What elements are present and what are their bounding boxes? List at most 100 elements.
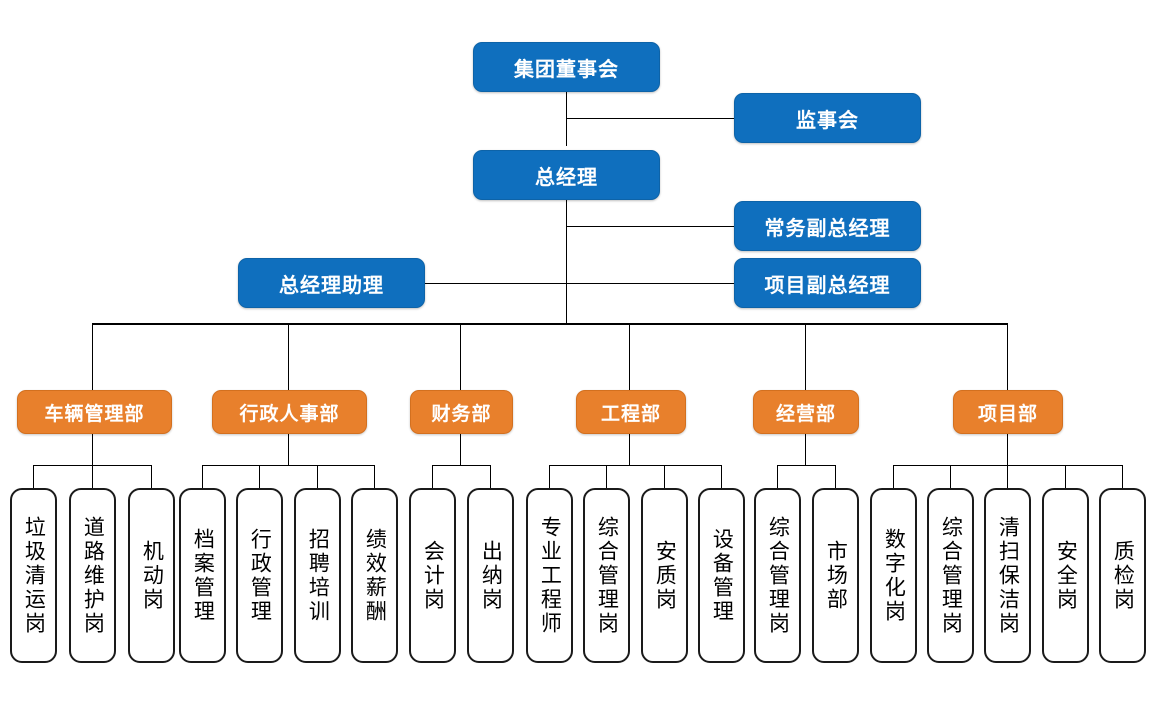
node-position-finance-0-label: 会计岗	[421, 539, 446, 612]
node-position-vehicle-2[interactable]: 机动岗	[128, 488, 175, 663]
node-executive-deputy-general-manager-label: 常务副总经理	[764, 217, 891, 240]
node-department-project-label: 项目部	[977, 403, 1038, 425]
connector-gm-trunk-main	[566, 200, 567, 324]
node-department-vehicle-management[interactable]: 车辆管理部	[17, 390, 172, 434]
node-position-engineering-2-label: 安质岗	[653, 539, 678, 612]
node-position-adminhr-1-label: 行政管理	[248, 527, 273, 624]
connector-board-to-gm	[566, 92, 567, 146]
connector-trunk-to-gm-assistant	[424, 283, 567, 284]
connector-administration-hr-stem	[288, 427, 289, 465]
node-position-operations-0[interactable]: 综合管理岗	[754, 488, 801, 663]
node-department-administration-hr[interactable]: 行政人事部	[212, 390, 367, 434]
node-project-deputy-general-manager-label: 项目副总经理	[764, 274, 891, 297]
connector-vehicle-management-drop-1	[92, 465, 93, 488]
connector-engineering-drop-2	[664, 465, 665, 488]
node-position-finance-0[interactable]: 会计岗	[409, 488, 456, 663]
connector-bus-to-project	[1007, 323, 1008, 390]
node-department-finance[interactable]: 财务部	[410, 390, 513, 434]
node-position-vehicle-0-label: 垃圾清运岗	[22, 515, 47, 636]
connector-trunk-to-project-deputy	[566, 283, 734, 284]
connector-administration-hr-drop-2	[317, 465, 318, 488]
node-executive-deputy-general-manager[interactable]: 常务副总经理	[734, 201, 921, 251]
connector-engineering-stem	[629, 427, 630, 465]
connector-engineering-drop-1	[606, 465, 607, 488]
node-position-engineering-1[interactable]: 综合管理岗	[583, 488, 630, 663]
node-department-finance-label: 财务部	[431, 403, 492, 425]
connector-administration-hr-drop-3	[374, 465, 375, 488]
node-department-engineering[interactable]: 工程部	[576, 390, 686, 434]
connector-operations-bar	[777, 465, 835, 466]
node-position-project-1[interactable]: 综合管理岗	[927, 488, 974, 663]
node-department-project[interactable]: 项目部	[953, 390, 1063, 434]
node-department-administration-hr-label: 行政人事部	[239, 403, 340, 425]
connector-bus-to-finance	[460, 323, 461, 390]
node-position-engineering-2[interactable]: 安质岗	[641, 488, 688, 663]
connector-trunk-to-exec-deputy	[566, 226, 734, 227]
node-position-project-3-label: 安全岗	[1054, 539, 1079, 612]
node-department-operations-label: 经营部	[775, 403, 836, 425]
node-position-vehicle-0[interactable]: 垃圾清运岗	[10, 488, 57, 663]
connector-vehicle-management-drop-0	[33, 465, 34, 488]
node-position-adminhr-3[interactable]: 绩效薪酬	[351, 488, 398, 663]
connector-engineering-drop-3	[721, 465, 722, 488]
node-position-adminhr-0-label: 档案管理	[191, 527, 216, 624]
connector-finance-drop-0	[432, 465, 433, 488]
node-general-manager-assistant[interactable]: 总经理助理	[238, 258, 425, 308]
connector-operations-drop-0	[777, 465, 778, 488]
node-position-project-4[interactable]: 质检岗	[1099, 488, 1146, 663]
connector-bus-to-administration-hr	[288, 323, 289, 390]
connector-finance-drop-1	[490, 465, 491, 488]
node-position-adminhr-3-label: 绩效薪酬	[363, 527, 388, 624]
node-position-adminhr-2[interactable]: 招聘培训	[294, 488, 341, 663]
node-board-label: 集团董事会	[514, 58, 619, 81]
connector-finance-stem	[460, 427, 461, 465]
node-position-project-4-label: 质检岗	[1111, 539, 1136, 612]
node-department-operations[interactable]: 经营部	[753, 390, 859, 434]
connector-project-bar	[893, 465, 1123, 466]
node-general-manager[interactable]: 总经理	[473, 150, 660, 200]
node-position-engineering-3[interactable]: 设备管理	[698, 488, 745, 663]
connector-project-drop-4	[1122, 465, 1123, 488]
connector-administration-hr-bar	[202, 465, 374, 466]
node-supervisory-board[interactable]: 监事会	[734, 93, 921, 143]
node-position-project-2[interactable]: 清扫保洁岗	[984, 488, 1031, 663]
connector-bus-to-vehicle-management	[92, 323, 93, 390]
connector-operations-stem	[805, 427, 806, 465]
node-board[interactable]: 集团董事会	[473, 42, 660, 92]
node-position-engineering-0-label: 专业工程师	[538, 515, 563, 636]
node-position-finance-1[interactable]: 出纳岗	[467, 488, 514, 663]
connector-project-drop-3	[1065, 465, 1066, 488]
node-position-operations-1-label: 市场部	[824, 539, 849, 612]
connector-administration-hr-drop-0	[202, 465, 203, 488]
node-position-engineering-1-label: 综合管理岗	[595, 515, 620, 636]
node-position-operations-1[interactable]: 市场部	[812, 488, 859, 663]
node-position-vehicle-1[interactable]: 道路维护岗	[69, 488, 116, 663]
node-position-project-2-label: 清扫保洁岗	[996, 515, 1021, 636]
node-position-operations-0-label: 综合管理岗	[766, 515, 791, 636]
node-position-engineering-3-label: 设备管理	[710, 527, 735, 624]
node-general-manager-label: 总经理	[535, 166, 598, 189]
node-position-adminhr-0[interactable]: 档案管理	[179, 488, 226, 663]
node-supervisory-board-label: 监事会	[796, 109, 859, 132]
connector-engineering-bar	[549, 465, 721, 466]
connector-vehicle-management-drop-2	[151, 465, 152, 488]
node-position-adminhr-2-label: 招聘培训	[306, 527, 331, 624]
node-department-vehicle-management-label: 车辆管理部	[44, 403, 145, 425]
node-position-vehicle-2-label: 机动岗	[140, 539, 165, 612]
connector-administration-hr-drop-1	[259, 465, 260, 488]
connector-engineering-drop-0	[549, 465, 550, 488]
node-position-engineering-0[interactable]: 专业工程师	[526, 488, 573, 663]
node-position-vehicle-1-label: 道路维护岗	[81, 515, 106, 636]
node-project-deputy-general-manager[interactable]: 项目副总经理	[734, 258, 921, 308]
node-position-adminhr-1[interactable]: 行政管理	[236, 488, 283, 663]
connector-department-bus	[92, 323, 1008, 325]
connector-project-drop-2	[1007, 465, 1008, 488]
connector-project-drop-1	[950, 465, 951, 488]
connector-vehicle-management-stem	[92, 427, 93, 465]
connector-project-stem	[1007, 427, 1008, 465]
node-position-project-0[interactable]: 数字化岗	[870, 488, 917, 663]
node-position-project-3[interactable]: 安全岗	[1042, 488, 1089, 663]
node-department-engineering-label: 工程部	[600, 403, 661, 425]
connector-project-drop-0	[893, 465, 894, 488]
